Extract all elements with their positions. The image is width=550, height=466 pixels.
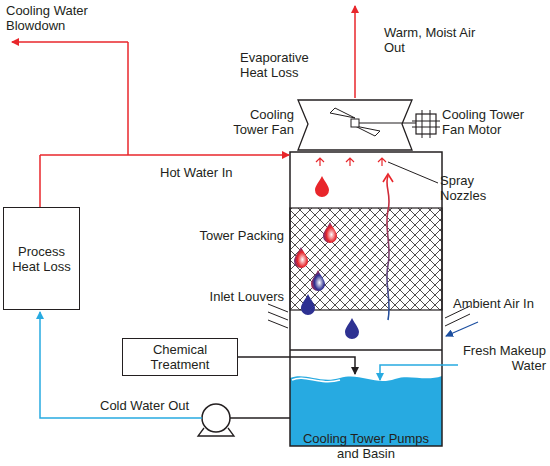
evaporation-label: Evaporative Heat Loss [240,50,330,80]
makeup-label: Fresh Makeup Water [446,343,546,373]
motor-label: Cooling Tower Fan Motor [442,107,546,137]
box-text: Chemical Treatment [126,342,234,372]
air-in-label: Ambient Air In [453,296,548,311]
nozzle-label: Spray Nozzles [440,173,510,203]
hot-water-label: Hot Water In [160,165,280,180]
process-box: Process Heat Loss [3,207,80,310]
cold-water-label: Cold Water Out [100,398,200,413]
basin-label: Cooling Tower Pumps and Basin [300,431,432,461]
fan-label: Cooling Tower Fan [222,107,294,137]
louver-label: Inlet Louvers [196,289,284,304]
air-out-label: Warm, Moist Air Out [384,25,484,55]
packing-label: Tower Packing [196,228,284,243]
box-text: Process Heat Loss [7,244,76,274]
treatment-box: Chemical Treatment [122,338,238,376]
blowdown-label: Cooling Water Blowdown [6,3,116,33]
